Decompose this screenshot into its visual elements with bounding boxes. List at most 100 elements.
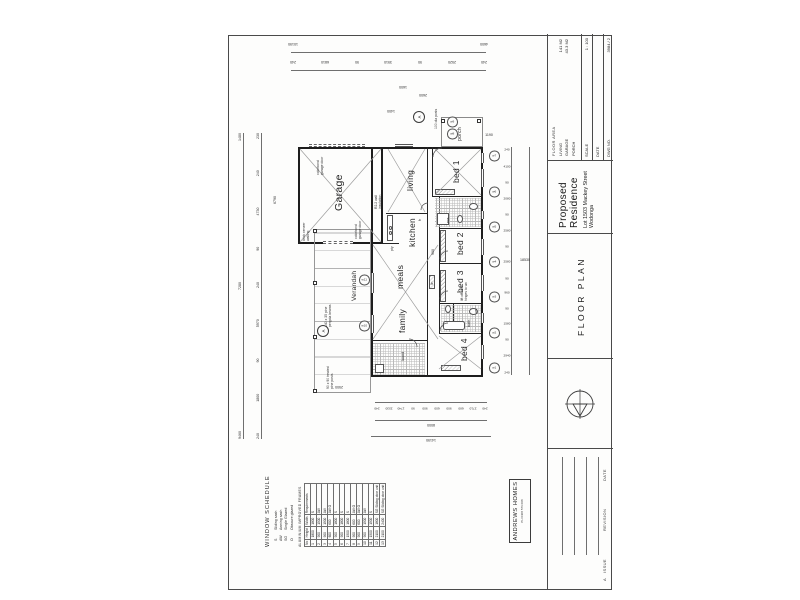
scale-label: SCALE: [583, 143, 589, 157]
floor-area-row: LIVING 141 M2: [558, 39, 563, 156]
floor-area-value: 141 M2: [557, 39, 563, 53]
dim-value: 900: [446, 406, 452, 411]
window-tag: w10: [359, 320, 370, 331]
company-phone: PH 0408 576 008: [520, 499, 524, 523]
dim-line: [371, 436, 491, 437]
dim-value: 240: [504, 147, 510, 152]
company-box: ANDREWS HOMES PH 0408 576 008: [509, 479, 531, 543]
note-insulation: R2.2 wall insulation: [374, 194, 382, 209]
window-tag: w6: [489, 186, 500, 197]
north-arrow-icon: [565, 389, 595, 419]
date-label: DATE: [594, 146, 600, 157]
room-label-bed1: bed 1: [451, 160, 461, 183]
dim-value: 90: [505, 244, 509, 249]
dim-value: 230: [256, 133, 260, 139]
note-garage-door-front: colorbond garage door: [316, 156, 324, 175]
revision-date-label: DATE: [602, 469, 607, 481]
dim-value: 680: [458, 406, 464, 411]
dim-line: [375, 402, 487, 403]
room-label-wc: wc: [474, 308, 478, 313]
dim-value: 1580: [503, 321, 511, 326]
dim-line: [261, 133, 262, 439]
floor-area-label: PORCH: [570, 141, 576, 156]
note-garage-door-rear: colorbond garage door: [354, 220, 362, 239]
schedule-body: 1 1800 1800 S 2 900 1500 AW: [310, 483, 386, 547]
floor-area-row: PORCH: [571, 39, 576, 156]
dim-value: 240: [256, 282, 260, 288]
scale-value: 1 : 100: [583, 38, 589, 51]
room-label-garage: Garage: [333, 174, 345, 211]
dim-value: 90: [256, 246, 260, 251]
room-label-kitchen: kitchen: [407, 217, 417, 247]
legend-code: SG: [284, 535, 289, 541]
room-label-pantry: pty: [390, 246, 394, 251]
dim-value: 2080: [503, 196, 511, 201]
dim-bottom-total: 18530: [520, 258, 530, 262]
dim-line: [243, 133, 244, 439]
dim-value: 2710: [469, 406, 477, 411]
drawing-title: FLOOR PLAN: [576, 257, 586, 336]
window-schedule-legend: S Sliding sash AW Awning sash SG Single …: [274, 437, 294, 541]
legend-item: O Obscure glazed: [290, 437, 294, 541]
dim-left-total-inner: 8000: [427, 423, 435, 427]
floor-area-rows: LIVING 141 M2 GARAGE 43.3 M2 PORCH: [558, 39, 576, 156]
dim-value: 3910: [384, 60, 393, 64]
date-row: DATE: [592, 34, 603, 161]
floor-area-label: LIVING: [557, 142, 563, 156]
dim-value: 5970: [256, 319, 260, 328]
dim-value: 90: [418, 60, 423, 64]
room-label-fridge: fr: [418, 218, 422, 221]
dim-value: 240: [482, 406, 488, 411]
legend-desc: Sliding sash: [274, 510, 278, 530]
schedule-no: 13: [379, 539, 386, 547]
dwg-value: 3984 / 2: [605, 38, 611, 53]
room-label-bed4: bed 4: [459, 338, 469, 361]
project-title: Proposed Residence: [558, 177, 580, 228]
legend-code: AW: [279, 535, 284, 541]
note-brick-veneer: brick veneer walling: [302, 222, 310, 241]
legend-item: SG Single Glazed: [284, 437, 288, 541]
revision-label: REVISION: [602, 508, 607, 531]
schedule-height: 2100: [379, 526, 386, 540]
window-tag: w9: [447, 117, 458, 128]
floor-area-row: GARAGE 43.3 M2: [564, 39, 569, 156]
dim-line: [511, 147, 512, 375]
legend-desc: Single Glazed: [284, 507, 289, 530]
dim-value: 90: [411, 406, 415, 411]
revision-line: [586, 457, 587, 555]
window-tag: w11: [359, 275, 370, 286]
window-tags-rear: w10 w11: [359, 275, 370, 331]
dim-value: 90: [505, 212, 509, 217]
room-label-living: living: [405, 169, 415, 191]
dim-value: 2580: [503, 228, 511, 233]
floor-area-label: GARAGE: [564, 138, 570, 156]
revision-line: [574, 457, 575, 555]
legend-code: O: [289, 538, 294, 541]
revision-block: A ISSUE REVISION DATE: [548, 449, 614, 589]
window-tag: w4: [489, 256, 500, 268]
room-label-meals: meals: [395, 264, 405, 289]
dim-left-total-outer: 14190: [426, 438, 436, 442]
dim-value: 9460: [238, 431, 242, 439]
dwg-row: DWG NO. 3984 / 2: [603, 34, 614, 161]
dim-value: 90: [256, 358, 260, 363]
dim-value: 90: [354, 60, 359, 64]
frames-note: ALUMINIUM IMPROVED FRAMES: [297, 486, 302, 547]
revision-line: [562, 457, 563, 555]
dim-value: 240: [256, 170, 260, 177]
dim-value: 600: [434, 406, 440, 411]
window-tag: w8: [447, 128, 458, 139]
dim-value: 1740: [397, 406, 405, 411]
dim-value: 4100: [503, 164, 511, 169]
window-schedule: WINDOW SCHEDULE S Sliding sash AW Awning…: [265, 437, 386, 547]
room-label-ens: ens: [446, 217, 450, 223]
